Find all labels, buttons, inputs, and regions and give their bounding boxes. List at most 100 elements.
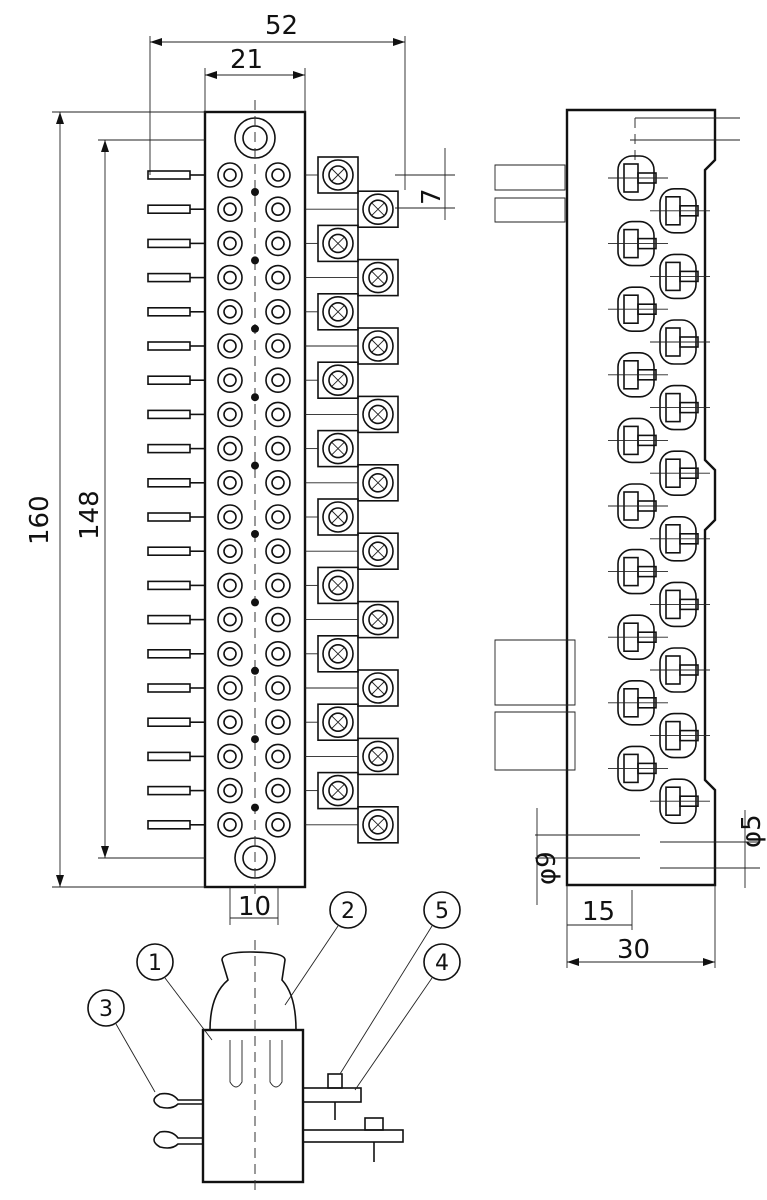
dim-phi5-label: φ5 bbox=[737, 814, 767, 848]
side-view: φ9 φ5 15 30 bbox=[494, 108, 767, 968]
terminal-row bbox=[147, 709, 291, 744]
dim-52: 52 bbox=[149, 11, 406, 190]
side-clip bbox=[650, 450, 710, 497]
side-clip bbox=[608, 483, 668, 529]
terminal-row bbox=[147, 333, 291, 359]
detail-screw-terminal-lower bbox=[302, 1117, 404, 1162]
terminal-row bbox=[147, 230, 291, 265]
screw-terminal bbox=[305, 703, 359, 742]
front-terminal-rows bbox=[147, 162, 291, 838]
terminal-row bbox=[147, 538, 291, 565]
side-clip bbox=[650, 319, 710, 365]
terminal-row bbox=[147, 435, 291, 470]
side-clip bbox=[608, 220, 668, 267]
terminal-row bbox=[147, 298, 291, 333]
callout-4: 4 bbox=[354, 943, 461, 1091]
terminal-row bbox=[147, 162, 291, 196]
screw-terminal bbox=[305, 669, 399, 707]
side-clip bbox=[650, 384, 710, 431]
callout-2: 2 bbox=[284, 891, 367, 1006]
side-clip bbox=[650, 253, 710, 300]
screw-terminal bbox=[305, 292, 359, 331]
screw-terminal bbox=[305, 463, 399, 502]
dim-phi5: φ5 bbox=[660, 810, 767, 888]
callout-1: 1 bbox=[136, 943, 213, 1041]
dim-15-label: 15 bbox=[582, 897, 615, 927]
screw-terminal bbox=[305, 395, 399, 434]
terminal-row bbox=[147, 743, 291, 770]
side-clip bbox=[650, 778, 710, 825]
dim-148: 148 bbox=[75, 139, 205, 859]
terminal-row bbox=[147, 811, 291, 838]
screw-terminal bbox=[305, 532, 399, 571]
dim-10-label: 10 bbox=[238, 892, 271, 922]
plug-outline-top bbox=[494, 164, 566, 223]
screw-terminal bbox=[305, 634, 359, 673]
side-clip bbox=[608, 679, 668, 726]
side-clip bbox=[608, 351, 668, 398]
terminal-row bbox=[147, 401, 291, 428]
dim-52-label: 52 bbox=[265, 11, 298, 41]
side-clip bbox=[608, 745, 668, 792]
screw-terminal bbox=[305, 771, 359, 810]
screw-terminal bbox=[305, 805, 399, 844]
dim-30-label: 30 bbox=[617, 935, 650, 965]
dim-30: 30 bbox=[567, 885, 716, 968]
dim-7-label: 7 bbox=[417, 188, 447, 205]
terminal-row bbox=[147, 469, 291, 496]
screw-terminal bbox=[305, 156, 359, 194]
svg-text:4: 4 bbox=[435, 951, 449, 976]
screw-terminal bbox=[305, 258, 399, 297]
front-view: 52 21 160 148 bbox=[25, 11, 455, 925]
screw-terminal bbox=[305, 566, 359, 605]
side-clip bbox=[650, 647, 710, 693]
terminal-row bbox=[147, 572, 291, 607]
side-clip bbox=[650, 188, 710, 234]
front-side-terminals bbox=[305, 156, 399, 844]
screw-terminal bbox=[305, 327, 399, 365]
side-clip bbox=[650, 712, 710, 759]
side-clips bbox=[608, 155, 710, 825]
side-clip bbox=[608, 286, 668, 333]
screw-terminal bbox=[305, 737, 399, 776]
terminal-row bbox=[147, 606, 291, 633]
detail-plug bbox=[209, 951, 297, 1031]
dim-10: 10 bbox=[229, 887, 279, 925]
terminal-row bbox=[147, 640, 291, 675]
dim-148-label: 148 bbox=[75, 490, 105, 540]
callouts: 1 2 3 4 5 bbox=[87, 891, 461, 1093]
terminal-row bbox=[147, 675, 291, 701]
dim-160: 160 bbox=[25, 111, 205, 888]
dim-phi9: φ9 bbox=[532, 808, 640, 905]
detail-left-pin-top bbox=[153, 1092, 203, 1109]
dim-160-label: 160 bbox=[25, 495, 55, 545]
terminal-row bbox=[147, 367, 291, 402]
dim-7: 7 bbox=[395, 148, 455, 220]
screw-terminal bbox=[305, 600, 399, 639]
detail-body bbox=[201, 1028, 305, 1184]
terminal-row bbox=[147, 504, 291, 538]
detail-view: 1 2 3 4 5 bbox=[87, 891, 461, 1195]
screw-terminal bbox=[305, 361, 359, 400]
screw-terminal bbox=[305, 190, 399, 228]
screw-terminal bbox=[305, 224, 359, 263]
svg-text:3: 3 bbox=[99, 997, 113, 1022]
svg-text:5: 5 bbox=[435, 899, 449, 924]
dim-phi9-label: φ9 bbox=[532, 851, 562, 885]
detail-screw-terminal-upper bbox=[302, 1073, 362, 1120]
side-clip bbox=[650, 581, 710, 628]
side-clip bbox=[650, 515, 710, 562]
terminal-row bbox=[147, 264, 291, 291]
svg-text:2: 2 bbox=[341, 899, 355, 924]
dim-21: 21 bbox=[204, 45, 306, 112]
callout-3: 3 bbox=[87, 989, 156, 1093]
screw-terminal bbox=[305, 429, 359, 468]
dim-21-label: 21 bbox=[230, 45, 263, 75]
side-clip bbox=[608, 614, 668, 661]
detail-left-pin-bottom bbox=[153, 1130, 203, 1149]
dim-15: 15 bbox=[566, 885, 633, 968]
side-clip bbox=[608, 155, 668, 201]
screw-terminal bbox=[305, 498, 359, 536]
callout-5: 5 bbox=[339, 891, 461, 1075]
